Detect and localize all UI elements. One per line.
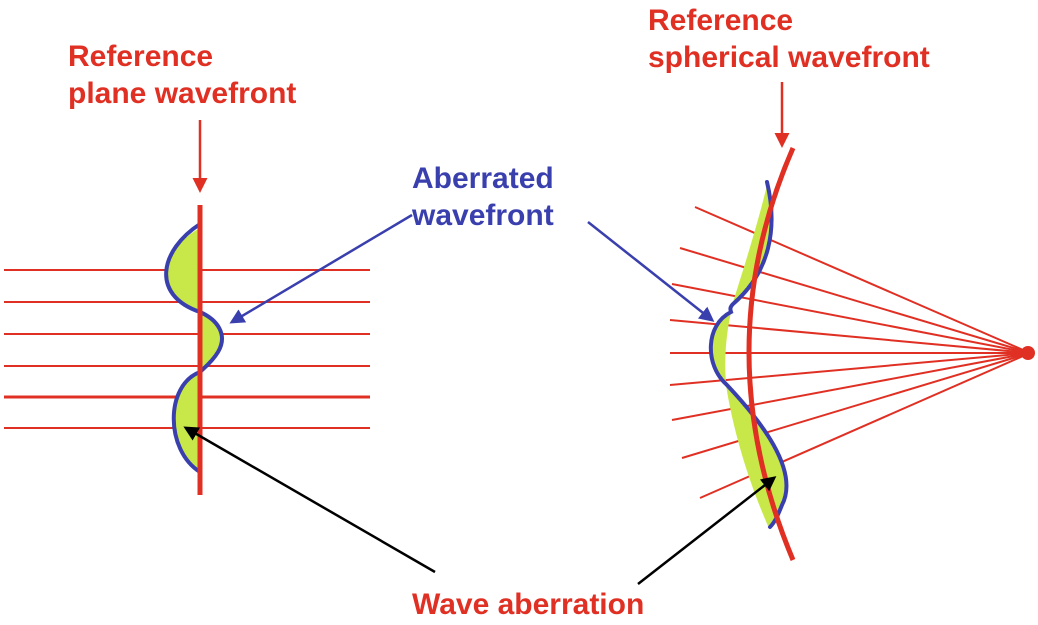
wave-aberration-label-text: Wave aberration: [412, 588, 645, 621]
spherical-ray: [669, 352, 1031, 386]
spherical-ray: [694, 206, 1031, 354]
spherical-ray: [679, 247, 1031, 354]
wave-aberration-arrow-left: [183, 426, 436, 574]
aberrated-wavefront-label-line2: wavefront: [412, 199, 554, 232]
reference-spherical-wavefront: [746, 147, 796, 561]
reference-spherical-label-line2: spherical wavefront: [648, 41, 930, 74]
spherical-ray: [669, 319, 1031, 354]
wave-aberration-arrow-right: [637, 476, 777, 585]
reference-spherical-label-line1: Reference: [648, 4, 794, 37]
aberrated-arrow-right: [587, 221, 715, 322]
focal-point: [1021, 346, 1035, 360]
aberrated-wavefront-label: Aberrated wavefront: [412, 160, 554, 234]
reference-plane-label-line1: Reference: [68, 40, 214, 73]
aberrated-arrow-left: [229, 213, 413, 324]
aberrated-wavefront-label-line1: Aberrated: [412, 162, 554, 195]
reference-spherical-label: Reference spherical wavefront: [648, 2, 930, 76]
plane-aberrated-wavefront: [164, 222, 224, 474]
spherical-ray: [671, 283, 1031, 354]
reference-plane-label: Reference plane wavefront: [68, 38, 296, 112]
wave-aberration-label: Wave aberration: [412, 586, 644, 623]
reference-plane-label-line2: plane wavefront: [68, 77, 297, 110]
